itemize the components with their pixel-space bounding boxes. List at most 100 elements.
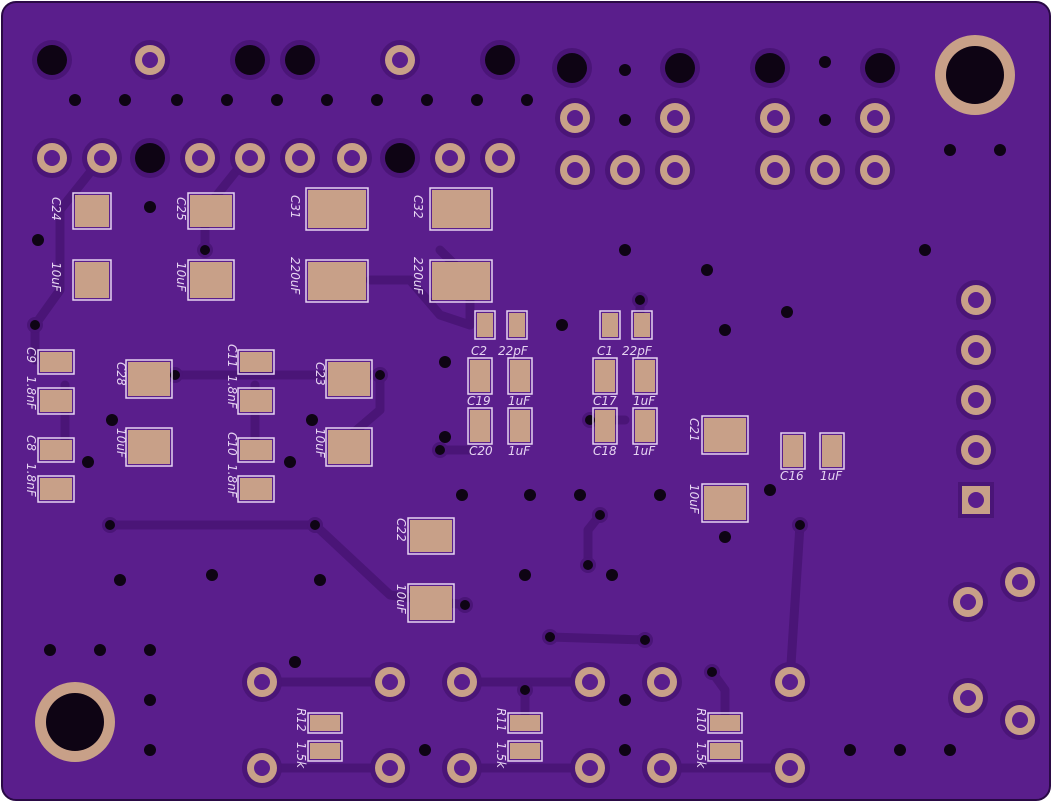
smd-pad (325, 427, 373, 467)
smd-pad (125, 359, 173, 399)
via-plated (792, 517, 808, 533)
via (69, 94, 81, 106)
via-plated (704, 664, 720, 680)
smd-pad (187, 259, 235, 301)
via (781, 306, 793, 318)
via (719, 324, 731, 336)
label-c18-value: 1uF (633, 444, 656, 458)
pad-hole (180, 138, 220, 178)
label-c17-ref: C17 (593, 394, 617, 408)
pad-hole (380, 138, 420, 178)
smd-pad (632, 407, 658, 445)
via (764, 484, 776, 496)
pad-hole (242, 662, 282, 702)
pad-hole (642, 662, 682, 702)
via-plated (542, 629, 558, 645)
label-c32-ref: C32 (411, 195, 425, 219)
smd-pad (305, 259, 369, 303)
pad-hole (230, 138, 270, 178)
pad-hole (1000, 562, 1040, 602)
via (719, 531, 731, 543)
via (819, 114, 831, 126)
label-r10-ref: R10 (694, 708, 708, 732)
pad-hole (280, 40, 320, 80)
smd-pad (632, 357, 658, 395)
pad-hole (370, 662, 410, 702)
via (521, 94, 533, 106)
smd-pad (780, 432, 806, 470)
via-plated (197, 242, 213, 258)
through-hole-pads (32, 40, 1040, 788)
label-c17-value: 1uF (633, 394, 656, 408)
pad-hole (956, 330, 996, 370)
pad-hole (570, 748, 610, 788)
label-c24-ref: C24 (49, 197, 63, 221)
smd-pad (592, 407, 618, 445)
label-c11-ref: C11 (225, 344, 239, 368)
label-c28-ref: C28 (114, 362, 128, 386)
label-r12-value: 1.5k (294, 742, 308, 769)
pad-hole (555, 150, 595, 190)
smd-pad (467, 407, 493, 445)
via (82, 456, 94, 468)
smd-pad (474, 310, 496, 340)
smd-pad (707, 740, 743, 762)
via (114, 574, 126, 586)
pad-hole (130, 138, 170, 178)
via (306, 414, 318, 426)
pad-hole (655, 98, 695, 138)
smd-pad (819, 432, 845, 470)
pad-hole (82, 138, 122, 178)
smd-pad (429, 259, 493, 303)
silkscreen-labels: C24 10uF C25 10uF C31 220uF C32 220uF C2… (24, 195, 843, 769)
pad-hole (755, 150, 795, 190)
pad-hole (956, 380, 996, 420)
via (894, 744, 906, 756)
smd-pad (599, 310, 621, 340)
pad-hole (750, 48, 790, 88)
label-c10-ref: C10 (225, 432, 239, 456)
smd-pad (407, 517, 455, 555)
via-plated (372, 367, 388, 383)
smd-pad (237, 475, 275, 503)
label-c11-value: 1.8nF (225, 375, 239, 410)
smd-pad (592, 357, 618, 395)
via (919, 244, 931, 256)
label-c31-value: 220uF (288, 257, 302, 296)
via (844, 744, 856, 756)
pad-hole (332, 138, 372, 178)
via-plated (517, 682, 533, 698)
via-plated (432, 442, 448, 458)
smd-pad (37, 437, 75, 463)
via (371, 94, 383, 106)
via (439, 356, 451, 368)
via (524, 489, 536, 501)
via (701, 264, 713, 276)
smd-pad (507, 740, 543, 762)
label-c8-value: 1.8nF (24, 463, 38, 498)
via (94, 644, 106, 656)
smd-pad (37, 349, 75, 375)
pad-hole (948, 582, 988, 622)
smd-pad (237, 387, 275, 415)
via (471, 94, 483, 106)
via (456, 489, 468, 501)
pad-hole (948, 678, 988, 718)
pad-hole (32, 40, 72, 80)
via (314, 574, 326, 586)
label-c2-value: 22pF (498, 344, 529, 358)
label-c22-value: 10uF (394, 584, 408, 615)
pad-hole (755, 98, 795, 138)
pad-hole (32, 138, 72, 178)
smd-pad (37, 387, 75, 415)
label-c18-ref: C18 (593, 444, 617, 458)
pad-hole (130, 40, 170, 80)
via (654, 489, 666, 501)
via (271, 94, 283, 106)
label-c8-ref: C8 (24, 435, 38, 451)
smd-pad (507, 712, 543, 734)
via (944, 744, 956, 756)
via (144, 694, 156, 706)
pad-hole (555, 98, 595, 138)
pad-hole (605, 150, 645, 190)
